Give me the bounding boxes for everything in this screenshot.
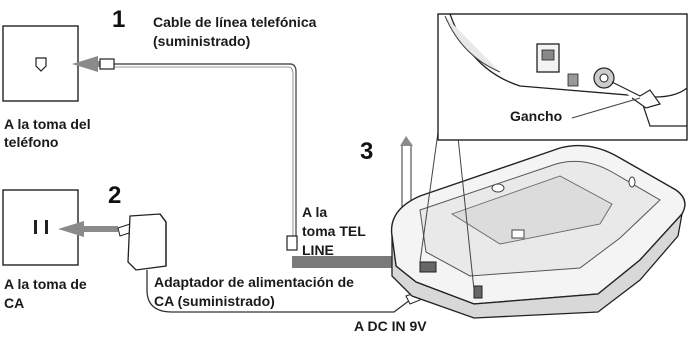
modular-plug-left <box>99 58 115 70</box>
step-2-number: 2 <box>108 182 122 209</box>
step-1-number: 1 <box>112 6 126 33</box>
tel-line-label-line1: A la <box>302 204 328 220</box>
tel-line-label-line3: LINE <box>302 242 334 258</box>
modular-plug-right <box>286 235 298 251</box>
phone-jack-label-line2: teléfono <box>4 134 59 150</box>
phone-jack-label-line1: A la toma del <box>4 116 91 132</box>
phone-cable-label-line2: (suministrado) <box>153 33 251 49</box>
adapter-label-line2: CA (suministrado) <box>154 293 275 309</box>
rear-panel-inset <box>437 13 688 141</box>
tel-line-label-line2: toma TEL <box>302 223 366 239</box>
phone-wall-jack <box>2 25 79 102</box>
arrow-to-phone-jack <box>72 56 112 72</box>
arrow-to-tel-line <box>292 248 424 276</box>
phone-cable-label-line1: Cable de línea telefónica <box>153 14 317 30</box>
arrow-to-ac-outlet <box>58 221 118 237</box>
ac-outlet-label-line1: A la toma de <box>4 276 87 292</box>
phone-cord <box>112 63 297 245</box>
base-unit <box>390 144 686 319</box>
ac-adapter <box>117 213 421 313</box>
adapter-label-line1: Adaptador de alimentación de <box>154 274 354 290</box>
hook-label: Gancho <box>510 108 563 124</box>
dc-in-label: A DC IN 9V <box>354 318 427 334</box>
ac-outlet-label-line2: CA <box>4 295 25 311</box>
step-3-number: 3 <box>360 138 374 165</box>
